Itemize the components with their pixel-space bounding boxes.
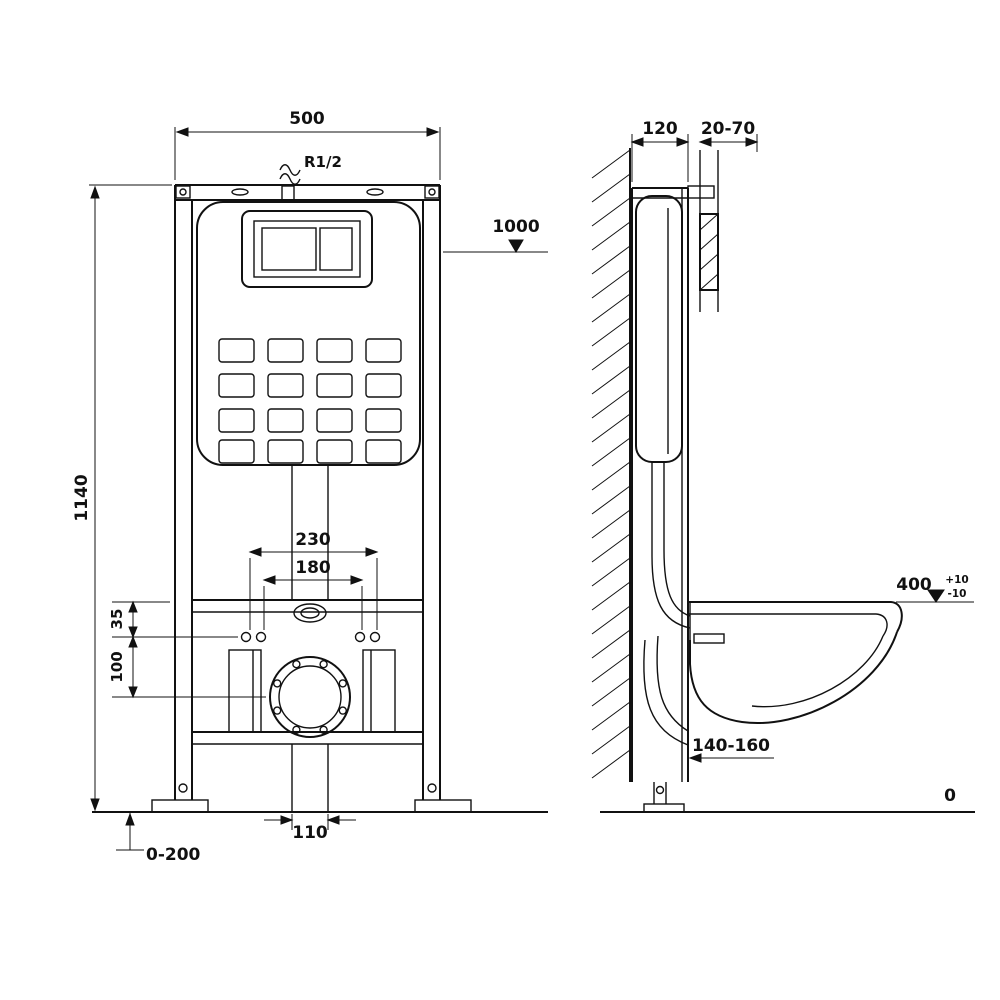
- frame-profile: [631, 187, 689, 782]
- dim-drain-height: 140-160: [692, 736, 770, 756]
- dim-front-width: 500: [289, 109, 325, 129]
- cistern-side: [635, 195, 683, 463]
- side-view: [591, 148, 975, 813]
- flush-plate: [241, 210, 373, 288]
- dim-frame-height: 1140: [72, 474, 92, 521]
- water-inlet-icon: [279, 164, 301, 201]
- labels: 500 R1/2 1000 1140 230 180 35 100 110 0-…: [72, 109, 969, 865]
- wall-hatch: [591, 148, 631, 782]
- insulation-grid: [218, 338, 402, 464]
- cistern-outline: [196, 201, 421, 466]
- dim-floor-level: 0: [944, 786, 956, 806]
- waste-outlet: [269, 656, 351, 738]
- flush-plate-side: [699, 213, 719, 291]
- front-dimensions: [89, 127, 548, 851]
- dim-floor-adjust: 0-200: [146, 845, 201, 865]
- dim-seat-tol-plus: +10: [945, 574, 968, 586]
- dim-frame-depth: 120: [642, 119, 678, 139]
- dim-wall-finish: 20-70: [701, 119, 756, 139]
- dim-seat-height: 400: [896, 575, 932, 595]
- dim-offset-35: 35: [108, 609, 126, 630]
- side-dimensions: [630, 134, 974, 763]
- feet-side: [643, 782, 685, 813]
- dim-hole-span-outer: 230: [295, 530, 331, 550]
- dim-hole-span-inner: 180: [295, 558, 331, 578]
- toilet-bowl: [688, 601, 903, 724]
- dim-offset-100: 100: [108, 651, 126, 682]
- dim-pipe-width: 110: [292, 823, 328, 843]
- dim-seat-tol-minus: -10: [948, 588, 967, 600]
- label-inlet-thread: R1/2: [304, 153, 342, 171]
- front-view: [92, 164, 548, 813]
- dim-plate-height: 1000: [492, 217, 539, 237]
